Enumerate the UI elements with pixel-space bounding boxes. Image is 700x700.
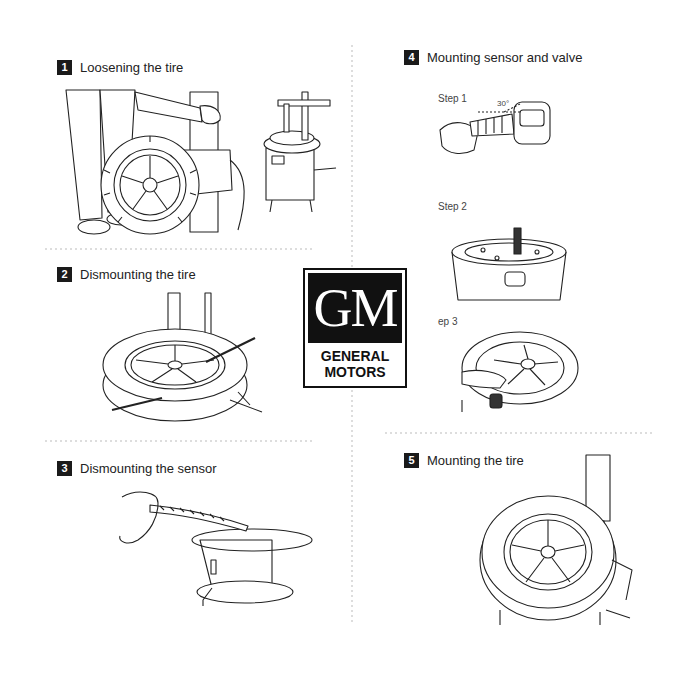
step-heading: 5 Mounting the tire: [404, 453, 524, 468]
step-title: Loosening the tire: [80, 60, 183, 75]
logo-wordmark: GENERAL MOTORS: [308, 343, 402, 383]
step-title: Mounting sensor and valve: [427, 50, 582, 65]
brand-logo: GMGENERAL MOTORS: [303, 268, 407, 388]
angle-label: 30°: [497, 99, 509, 108]
step-number: 5: [404, 453, 419, 468]
step-title: Dismounting the tire: [80, 267, 196, 282]
panel-art: [66, 90, 632, 625]
logo-mark: GM: [308, 273, 402, 343]
substep-label: Step 2: [438, 201, 467, 212]
step-heading: 2 Dismounting the tire: [57, 267, 196, 282]
step-heading: 3 Dismounting the sensor: [57, 461, 217, 476]
step-number: 4: [404, 50, 419, 65]
divider-lines: [45, 45, 655, 625]
step-heading: 1 Loosening the tire: [57, 60, 183, 75]
step-title: Dismounting the sensor: [80, 461, 217, 476]
step-number: 3: [57, 461, 72, 476]
step-heading: 4 Mounting sensor and valve: [404, 50, 582, 65]
step-number: 1: [57, 60, 72, 75]
substep-label: Step 1: [438, 93, 467, 104]
step-number: 2: [57, 267, 72, 282]
substep-label: ep 3: [438, 316, 457, 327]
step-title: Mounting the tire: [427, 453, 524, 468]
